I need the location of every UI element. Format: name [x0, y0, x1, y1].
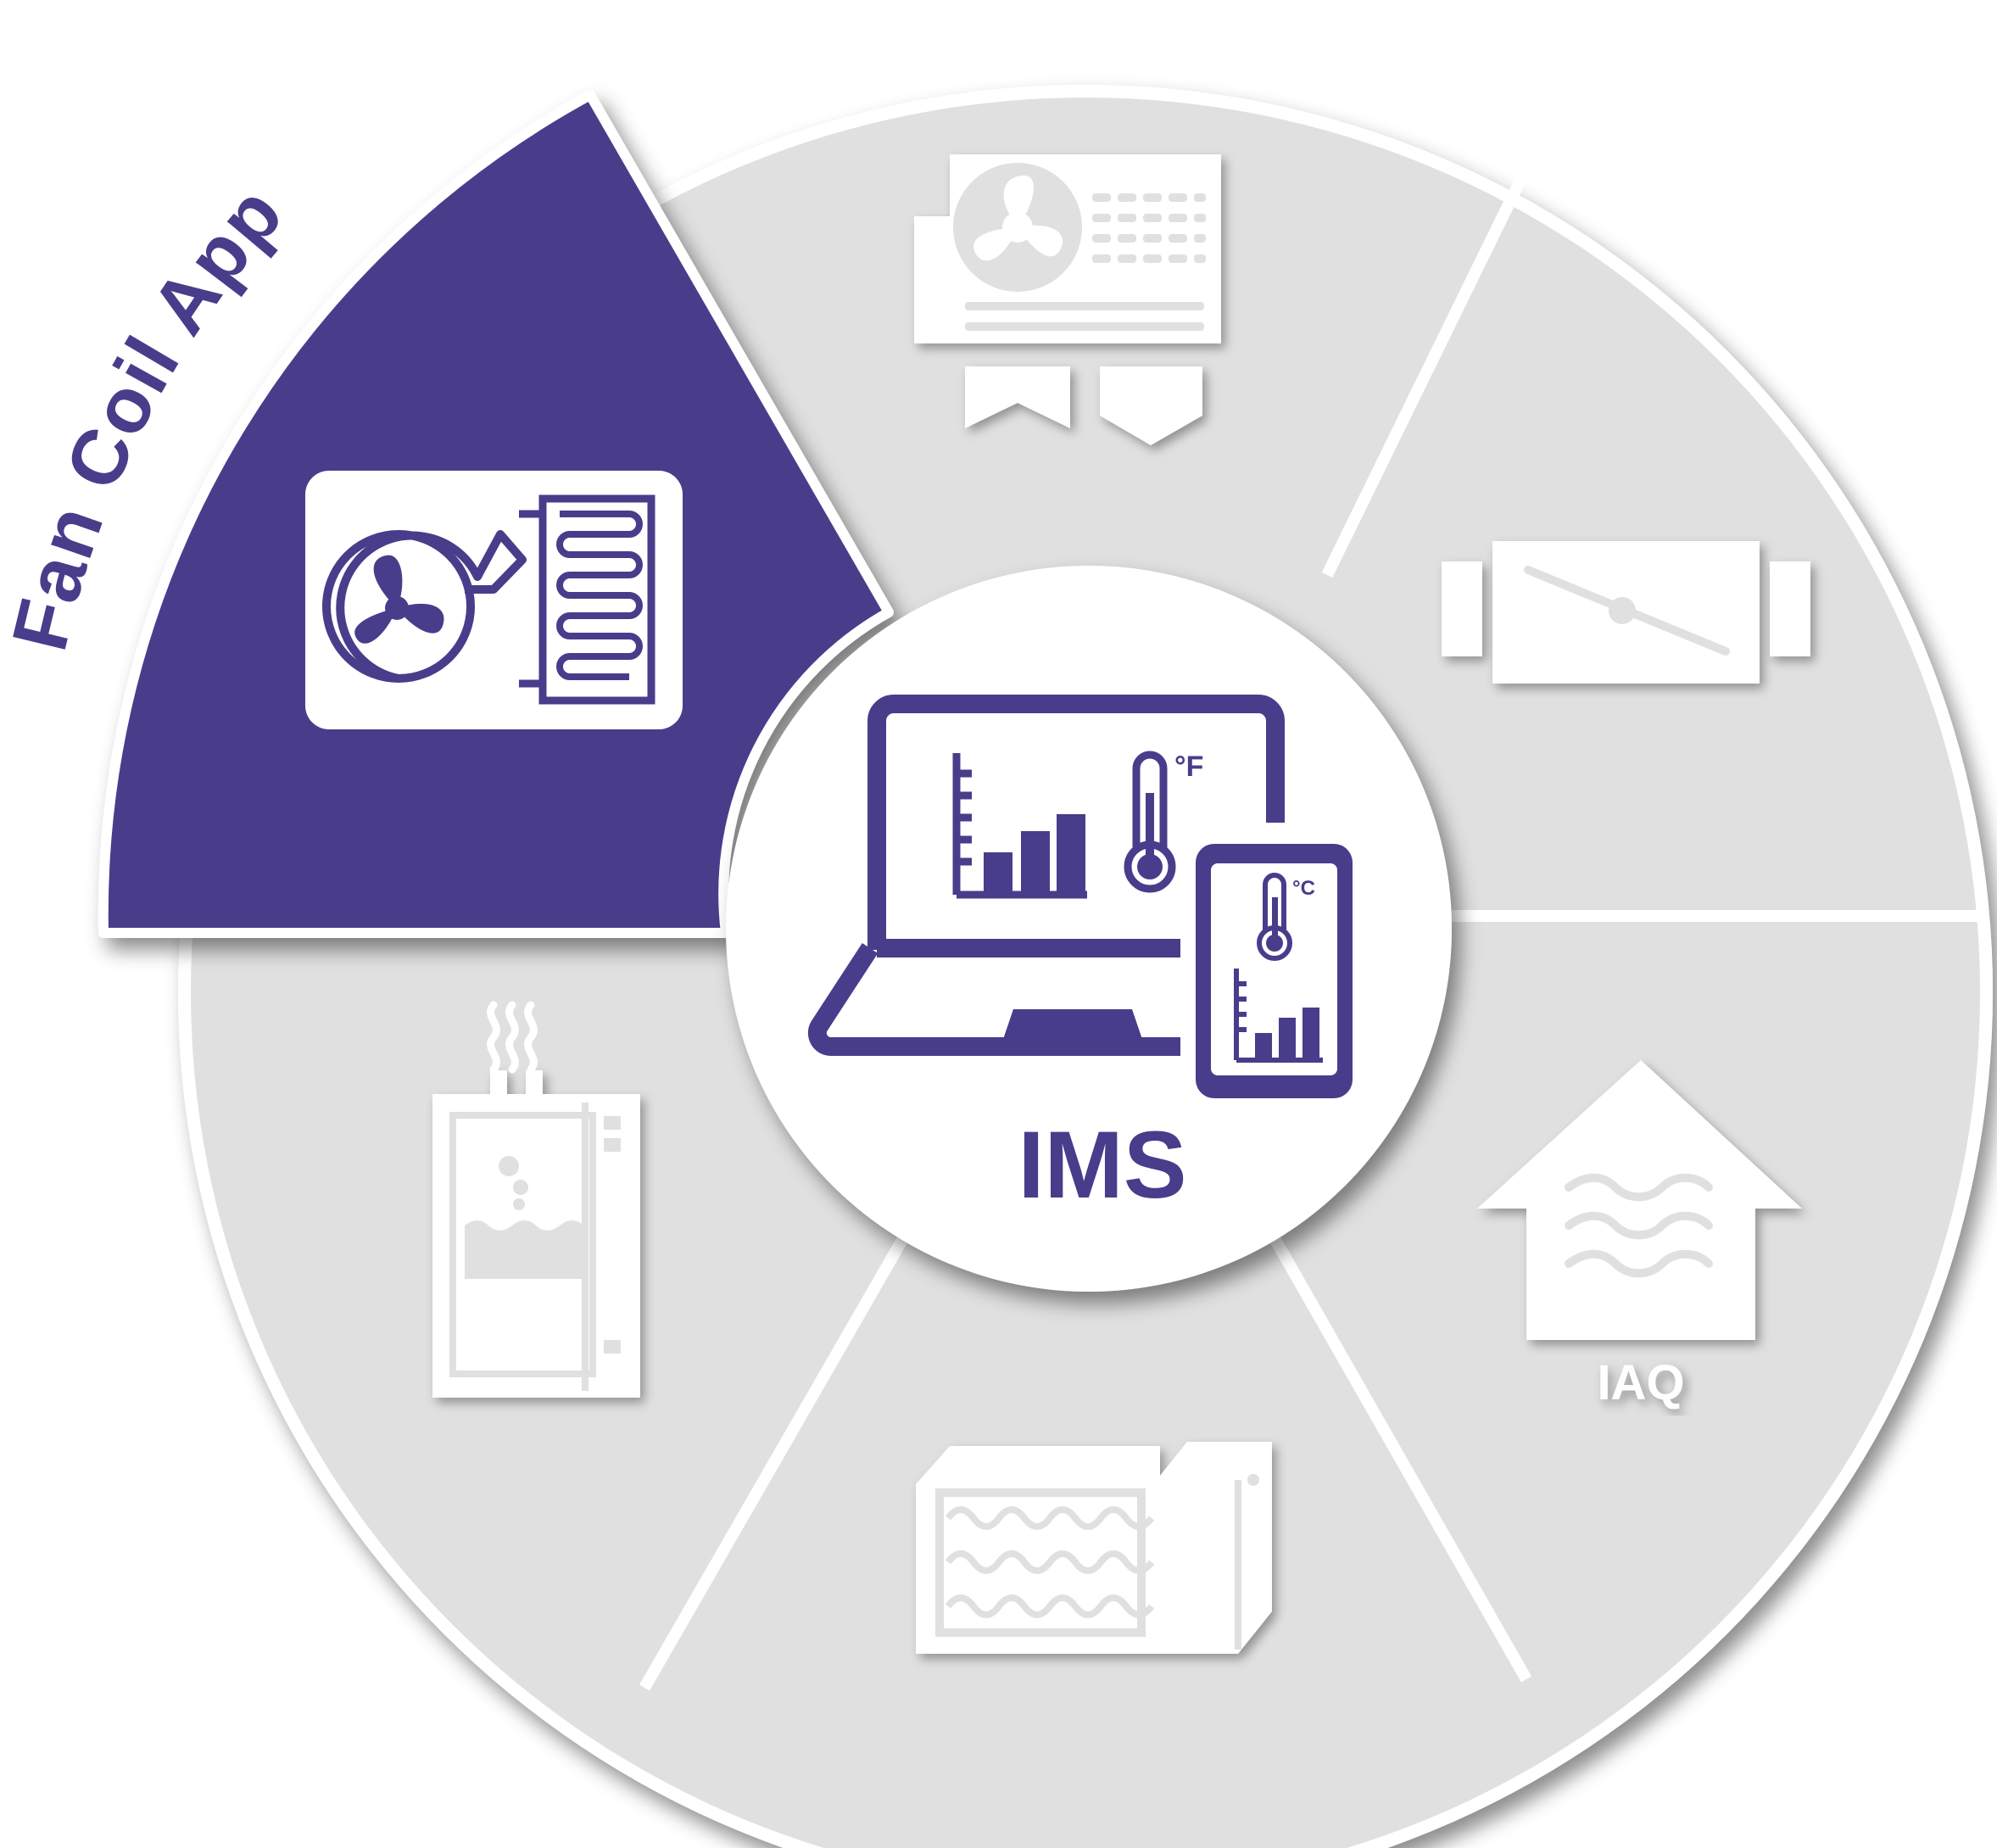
damper-blade [1524, 566, 1730, 656]
divider-bottom-right [1269, 1237, 1532, 1683]
segment-dividers [639, 151, 1982, 1691]
ims-label: IMS [1018, 1112, 1186, 1218]
divider-top-right [1321, 151, 1539, 578]
steam-icon [487, 1001, 538, 1074]
air-handler-details [935, 1474, 1259, 1650]
iaq-label: IAQ [1597, 1355, 1684, 1410]
fan-coil-icon [305, 471, 683, 729]
air-handler-icon [916, 1442, 1272, 1654]
fahrenheit-label: °F [1174, 751, 1203, 783]
rooftop-unit-details [953, 163, 1206, 331]
laptop-icon: °F [807, 695, 1285, 1056]
celsius-label: °C [1292, 877, 1315, 900]
divider-bottom-left [639, 1237, 908, 1691]
air-wave-lines [1565, 1173, 1713, 1278]
tablet-icon: °C [1196, 844, 1353, 1098]
boiler-details [449, 1103, 621, 1391]
